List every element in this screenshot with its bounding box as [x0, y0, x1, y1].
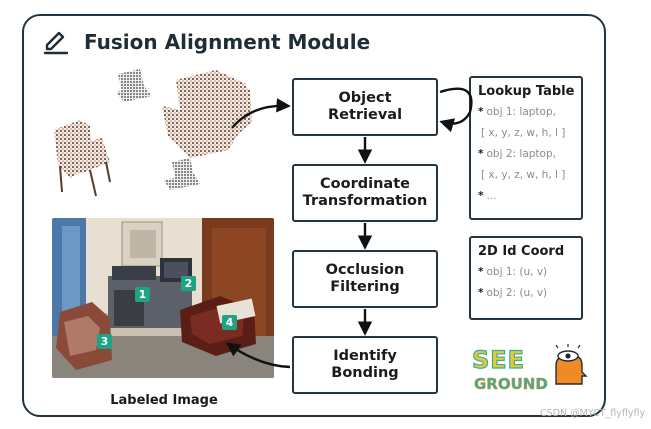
- object-label-2: 2: [181, 276, 196, 291]
- module-title: Fusion Alignment Module: [84, 30, 371, 54]
- step-label-line2: Filtering: [330, 279, 400, 295]
- lookup-table-line: [ x, y, z, w, h, l ]: [478, 165, 575, 186]
- logo-word-ground: GROUND: [474, 375, 548, 392]
- lookup-entry-text: [ x, y, z, w, h, l ]: [481, 169, 566, 181]
- laptop-point-cloud-top: [116, 69, 152, 102]
- labeled-image-caption: Labeled Image: [110, 393, 218, 408]
- lookup-entry-text: [ x, y, z, w, h, l ]: [481, 127, 566, 139]
- coord-table-title: 2D Id Coord: [478, 244, 565, 259]
- point-cloud-objects: [54, 69, 252, 197]
- office-scene: [52, 218, 274, 378]
- step-label-line2: Bonding: [331, 365, 399, 381]
- lookup-entry-text: obj 1: laptop,: [486, 106, 556, 118]
- bullet-marker: *: [478, 106, 484, 118]
- chair-point-cloud-left: [54, 120, 111, 197]
- object-label-4: 4: [222, 315, 237, 330]
- logo-word-see: SEE: [472, 346, 525, 374]
- lookup-table-line: [ x, y, z, w, h, l ]: [478, 123, 575, 144]
- seeground-logo: SEE GROUND: [471, 344, 588, 392]
- bullet-marker: *: [478, 190, 484, 202]
- step-label-line2: Retrieval: [327, 107, 403, 123]
- step-label-line2: Transformation: [302, 193, 428, 209]
- lookup-table-line: *obj 1: laptop,: [478, 102, 575, 123]
- object-label-3: 3: [97, 334, 112, 349]
- coord-table-line: *obj 1: (u, v): [478, 262, 575, 283]
- step-label-line1: Coordinate: [320, 175, 410, 192]
- lookup-table-title: Lookup Table: [478, 84, 575, 99]
- coord-entry-text: obj 2: (u, v): [486, 287, 548, 299]
- lookup-table-line: *obj 2: laptop,: [478, 144, 575, 165]
- bullet-marker: *: [478, 266, 484, 278]
- coord-entry-text: obj 1: (u, v): [486, 266, 548, 278]
- eye-head-icon: [555, 344, 588, 385]
- object-label-1: 1: [135, 287, 150, 302]
- step-label-line1: Occlusion: [325, 261, 405, 278]
- bullet-marker: *: [478, 148, 484, 160]
- lookup-entry-text: obj 2: laptop,: [486, 148, 556, 160]
- watermark: CSDN @MYCT_flyflyfly: [540, 408, 646, 419]
- labeled-image: [52, 218, 274, 378]
- chair-point-cloud-right: [162, 70, 252, 158]
- lookup-table: Lookup Table *obj 1: laptop, [ x, y, z, …: [469, 76, 583, 220]
- coord-table-line: *obj 2: (u, v): [478, 283, 575, 304]
- laptop-point-cloud-bottom: [164, 158, 200, 190]
- coord-table: 2D Id Coord *obj 1: (u, v) *obj 2: (u, v…: [469, 236, 583, 320]
- step-label-line1: Object: [338, 89, 392, 106]
- bullet-marker: *: [478, 287, 484, 299]
- lookup-entry-text: ...: [486, 190, 497, 202]
- pencil-icon: [43, 31, 69, 55]
- step-label-line1: Identify: [333, 347, 397, 364]
- module-header: Fusion Alignment Module: [42, 26, 370, 58]
- lookup-table-line: *...: [478, 186, 575, 207]
